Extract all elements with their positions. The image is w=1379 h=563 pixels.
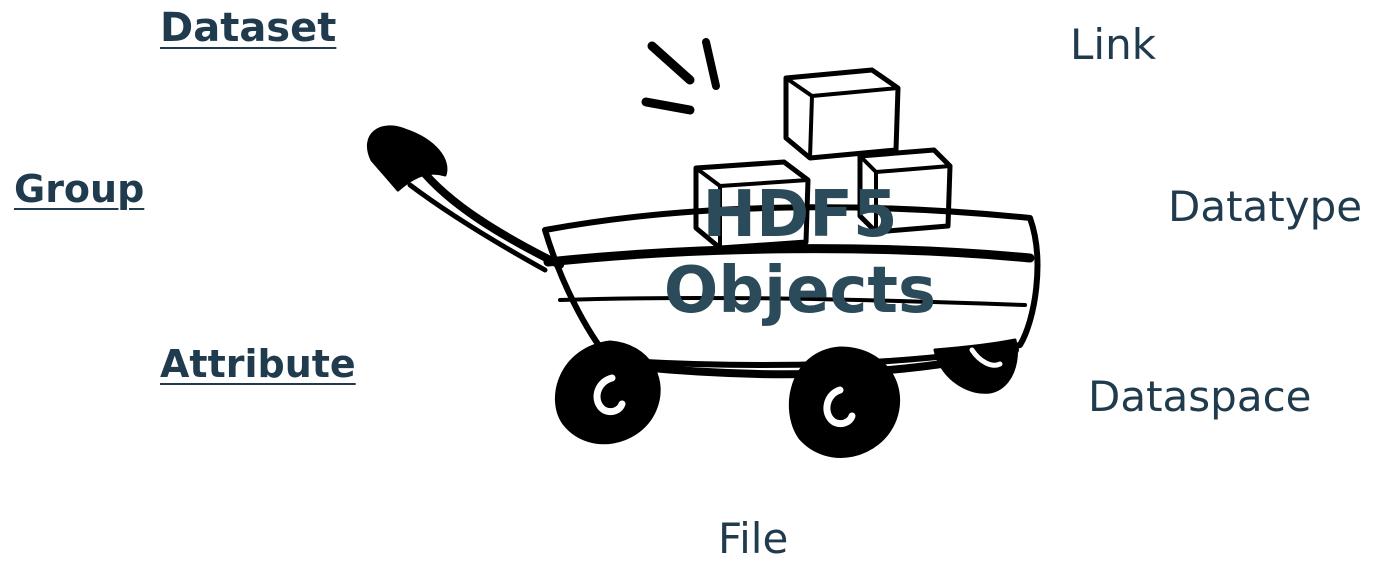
- center-title: HDF5 Objects: [590, 178, 1010, 329]
- dataset-link[interactable]: Dataset: [160, 8, 336, 48]
- wheel-right: [935, 340, 1016, 392]
- datatype-label: Datatype: [1168, 186, 1362, 228]
- wheel-middle: [790, 348, 898, 456]
- center-title-line1: HDF5: [590, 178, 1010, 254]
- motion-mark: [646, 102, 690, 110]
- dataspace-label: Dataspace: [1088, 376, 1312, 418]
- group-link[interactable]: Group: [14, 170, 144, 208]
- attribute-link[interactable]: Attribute: [160, 345, 356, 383]
- link-label: Link: [1070, 24, 1156, 66]
- file-label: File: [718, 518, 788, 560]
- wheel-left: [556, 342, 659, 443]
- box-top: [786, 70, 898, 158]
- center-title-line2: Objects: [590, 254, 1010, 330]
- motion-mark: [652, 46, 690, 80]
- wagon-handle: [420, 168, 560, 265]
- motion-mark: [706, 42, 716, 86]
